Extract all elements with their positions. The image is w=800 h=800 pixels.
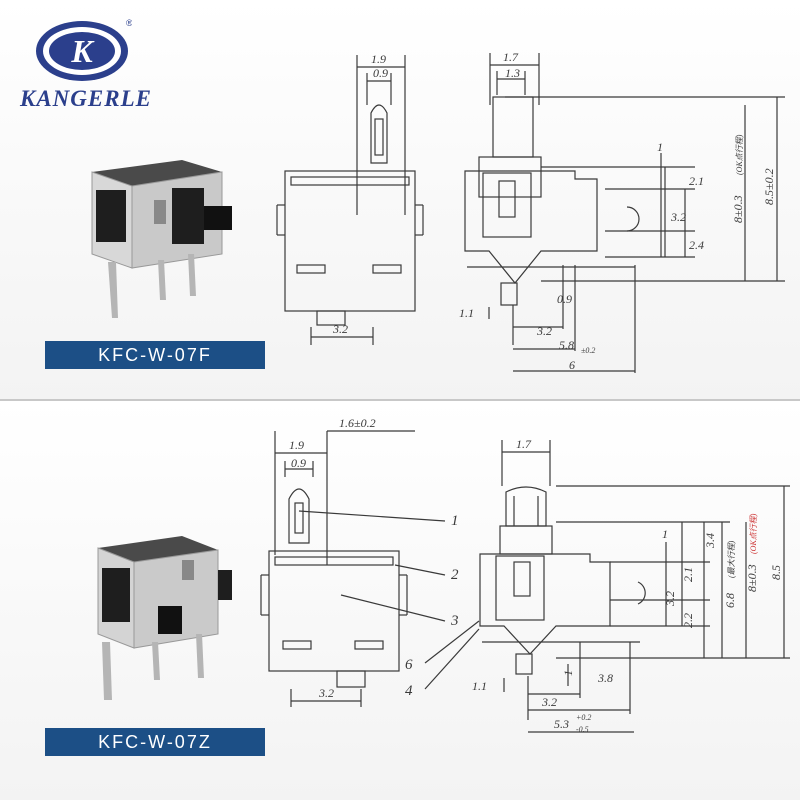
registered-mark: ® [126,18,132,28]
front-dim-07z: 1.6±0.2 [339,416,376,430]
vertical-dim-07z: 8±0.3 [745,564,759,592]
side-dim-07z: 3.2 [541,695,557,709]
vertical-dim-07z: (最大行程) [727,540,736,578]
callout-07z: 6 [405,657,413,673]
side-dim-07z: 1.7 [516,437,532,451]
side-dim-07f: 0.9 [557,292,572,306]
vertical-dim-07z: 6.8 [723,593,737,608]
front-dim-07z: 3.2 [318,686,334,700]
brand-name: KANGERLE [20,86,152,111]
side-dim-07z: 1 [662,527,668,541]
callout-07z: 4 [405,683,413,699]
vertical-dim-07z: 8.5 [769,565,783,580]
side-dim-07z: +0.2 [576,713,591,722]
side-dim-07z: -0.5 [576,725,589,734]
vertical-dim-07z: (OK点行程) [749,513,758,554]
side-dim-07z: 2.2 [681,613,695,628]
front-dim-07f: 3.2 [332,322,348,336]
side-dim-07z: 5.3 [554,717,569,731]
front-dim-07z: 0.9 [291,456,306,470]
product-photo-07f [91,160,232,318]
side-dim-07f: 6 [569,358,575,372]
front-dim-07z: 1.9 [289,438,304,452]
model-label-07z: KFC-W-07Z [45,728,265,756]
front-view-drawing-07z: 1.9 0.9 1.6±0.2 3.2 1 2 3 6 4 [260,416,480,707]
side-view-drawing-07z: 1.7 1 3.4 2.1 3.2 2.2 1 1.1 3.2 3.8 5.3 … [472,437,790,734]
logo-glyph: K [70,33,95,69]
section-divider [0,399,800,401]
vertical-dim-07f: 8.5±0.2 [762,168,776,205]
front-view-drawing-07f: 1.9 0.9 3.2 [276,52,424,345]
callout-07z: 2 [451,567,459,583]
side-dim-07f: 1.1 [459,306,474,320]
side-view-drawing-07f: 1.7 1.3 1 2.1 3.2 2.4 0.9 1.1 3.2 5.8 ±0… [459,50,785,373]
side-dim-07z: 2.1 [681,567,695,582]
side-dim-07f: 1 [657,140,663,154]
side-dim-07z: 1.1 [472,679,487,693]
side-dim-07f: 1.7 [503,50,519,64]
callout-07z: 1 [451,513,459,529]
side-dim-07f: ±0.2 [581,346,595,355]
front-dim-07f: 0.9 [373,66,388,80]
callout-07z: 3 [450,613,459,629]
model-label-07f: KFC-W-07F [45,341,265,369]
product-photo-07z [97,536,232,700]
side-dim-07z: 3.4 [703,533,717,549]
side-dim-07f: 2.4 [689,238,704,252]
side-dim-07f: 2.1 [689,174,704,188]
brand-logo-icon: K ® [36,18,132,81]
side-dim-07f: 3.2 [536,324,552,338]
side-dim-07z: 1 [561,670,575,676]
side-dim-07f: 3.2 [670,210,686,224]
side-dim-07f: 1.3 [505,66,520,80]
side-dim-07z: 3.8 [597,671,613,685]
vertical-dim-07f: (OK点行程) [735,134,744,175]
vertical-dim-07f: 8±0.3 [731,195,745,223]
side-dim-07f: 5.8 [559,338,574,352]
front-dim-07f: 1.9 [371,52,386,66]
side-dim-07z: 3.2 [663,591,677,607]
